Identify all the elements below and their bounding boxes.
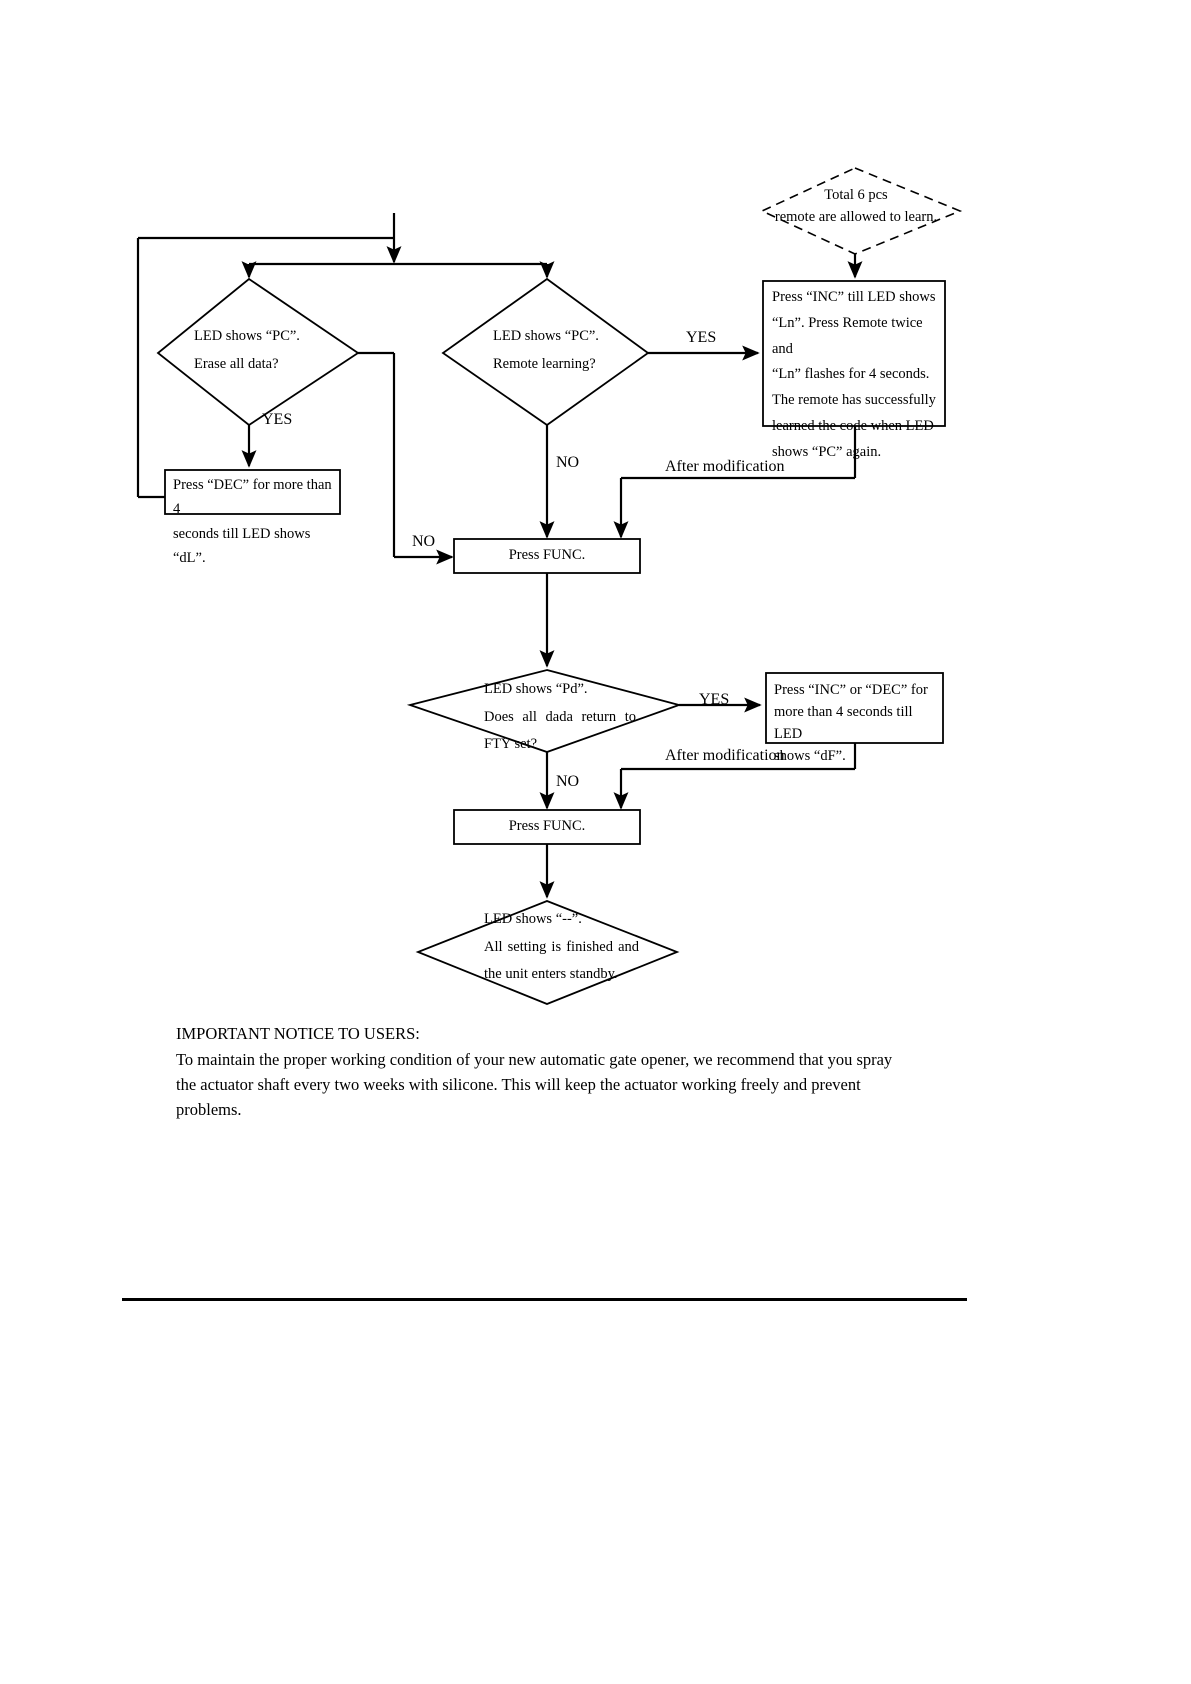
decision-fty-line-1: LED shows “Pd”.: [484, 681, 588, 697]
edge-label-after-modification-1: After modification: [665, 458, 785, 475]
notice-title: IMPORTANT NOTICE TO USERS:: [176, 1024, 420, 1043]
terminal-standby-line-2: All setting is finished and: [484, 938, 639, 955]
footer-rule: [122, 1298, 967, 1301]
decision-remote-learning-line-2: Remote learning?: [493, 356, 596, 373]
process-learn-remote-line-2: “Ln”. Press Remote twice and: [772, 314, 923, 357]
process-learn-remote-line-3: “Ln” flashes for 4 seconds.: [772, 366, 930, 383]
process-erase-shape: [164, 469, 341, 515]
decision-remote-learning-text: LED shows “PC”. Remote learning?: [493, 322, 658, 379]
terminal-standby-shape: [415, 900, 680, 1005]
note-total-remote-text: Total 6 pcs remote are allowed to learn.: [752, 184, 960, 229]
process-func-2-line-1: Press FUNC.: [508, 818, 586, 834]
terminal-standby-line-3: the unit enters standby.: [484, 966, 618, 983]
process-func-1-text: Press FUNC.: [454, 547, 640, 564]
note-total-remote-line-2: remote are allowed to learn.: [774, 209, 938, 226]
process-learn-remote-line-1: Press “INC” till LED shows: [772, 289, 936, 305]
process-learn-remote-line-5: learned the code when LED: [772, 417, 934, 434]
process-func-2-text: Press FUNC.: [454, 818, 640, 835]
process-erase-line-2: seconds till LED shows “dL”.: [173, 525, 311, 567]
edge-label-erase-no: NO: [412, 533, 436, 550]
edge-label-after-modification-2: After modification: [665, 747, 785, 764]
process-learn-remote-line-4: The remote has successfully: [772, 392, 936, 409]
decision-fty-text: LED shows “Pd”. Does all dada return to …: [484, 676, 636, 759]
edge-label-remote-no: NO: [556, 454, 580, 471]
process-func-1-line-1: Press FUNC.: [508, 547, 586, 563]
edge-label-remote-yes: YES: [686, 329, 717, 346]
process-fty-reset-line-2: more than 4 seconds till LED: [774, 704, 913, 743]
process-fty-reset-text: Press “INC” or “DEC” for more than 4 sec…: [774, 679, 938, 767]
decision-erase-line-1: LED shows “PC”.: [194, 328, 300, 344]
terminal-standby-text: LED shows “--”. All setting is finished …: [484, 906, 639, 989]
notice-body: To maintain the proper working condition…: [176, 1050, 893, 1120]
edge-label-fty-no: NO: [556, 773, 580, 790]
process-learn-remote-line-6: shows “PC” again.: [772, 443, 882, 460]
process-learn-remote-text: Press “INC” till LED shows “Ln”. Press R…: [772, 285, 940, 466]
decision-fty-line-3: FTY set?: [484, 736, 538, 753]
flowchart-canvas: [136, 167, 963, 1005]
process-fty-reset-line-3: shows “dF”.: [774, 748, 846, 765]
process-erase-line-1: Press “DEC” for more than 4: [173, 477, 332, 518]
terminal-standby-line-1: LED shows “--”.: [484, 911, 582, 927]
note-total-remote-line-1: Total 6 pcs: [824, 187, 888, 203]
process-fty-reset-line-1: Press “INC” or “DEC” for: [774, 682, 928, 698]
edge-label-fty-yes: YES: [699, 691, 730, 708]
decision-remote-learning-line-1: LED shows “PC”.: [493, 328, 599, 344]
edge-label-erase-yes: YES: [262, 411, 293, 428]
decision-erase-line-2: Erase all data?: [194, 356, 279, 373]
decision-erase-text: LED shows “PC”. Erase all data?: [194, 322, 354, 379]
decision-fty-line-2: Does all dada return to: [484, 708, 636, 725]
process-erase-text: Press “DEC” for more than 4 seconds till…: [173, 473, 337, 570]
